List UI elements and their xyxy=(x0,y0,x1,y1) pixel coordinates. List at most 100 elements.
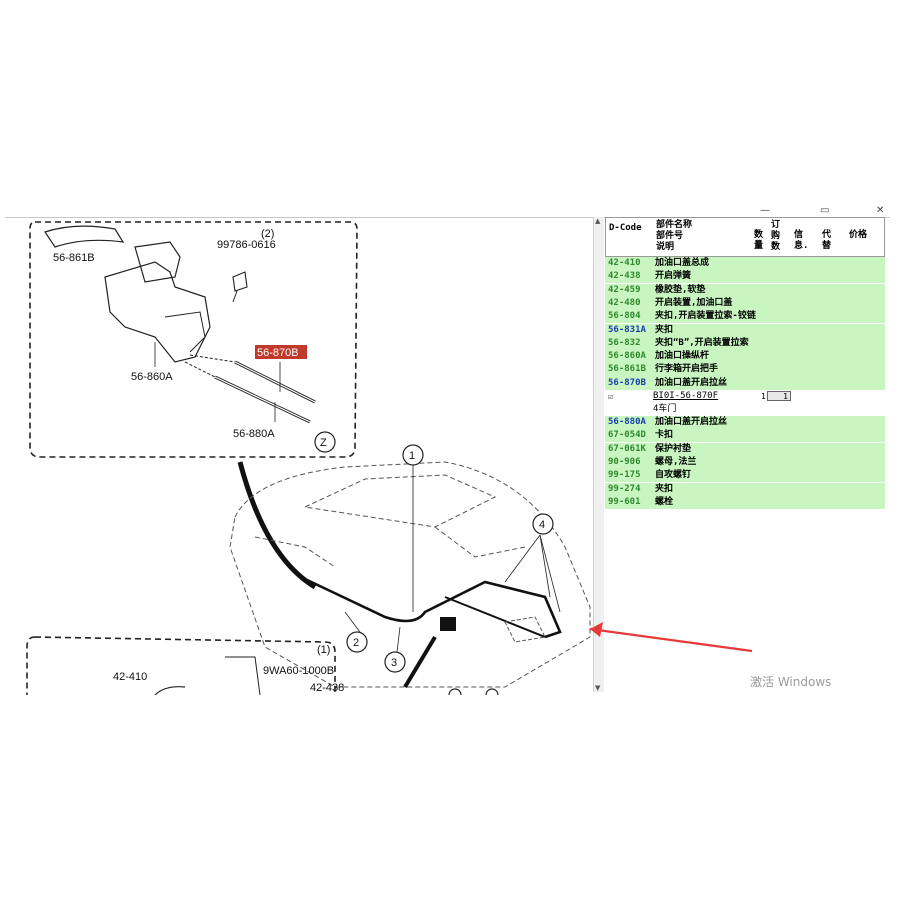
header-price[interactable]: 价格 xyxy=(849,230,868,240)
callout-3-label: 3 xyxy=(391,657,397,669)
part-name: 夹扣 xyxy=(655,324,674,335)
callout-1-label: 1 xyxy=(409,450,415,462)
parts-row[interactable]: 56-831A 夹扣 xyxy=(605,323,885,337)
restore-button[interactable]: ▭ xyxy=(820,205,830,216)
callout-4 xyxy=(532,513,554,535)
lever-bracket-shape xyxy=(104,261,211,363)
part-code[interactable]: 99-175 xyxy=(608,470,641,481)
callout-3 xyxy=(384,651,406,673)
part-label-99786-0616: 99786-0616 xyxy=(217,239,276,251)
parts-row[interactable]: 56-870B 加油口盖开启拉丝 xyxy=(605,376,885,390)
trunk-handle-shape xyxy=(44,225,125,248)
qty-label-2: (2) xyxy=(261,228,274,240)
parts-row[interactable]: 56-804 夹扣,开启装置拉索-铰链 xyxy=(605,310,885,324)
highlight-56-870b xyxy=(255,345,307,359)
scroll-up-icon[interactable]: ▲ xyxy=(595,217,601,225)
part-name: 夹扣 xyxy=(655,483,674,494)
parts-row[interactable]: 56-880A 加油口盖开启拉丝 xyxy=(605,416,885,430)
part-name: 夹扣“B”,开启装置拉索 xyxy=(655,337,749,348)
part-code[interactable]: 99-274 xyxy=(608,483,641,494)
part-name: 加油口盖总成 xyxy=(655,258,710,268)
callout-4-label: 4 xyxy=(539,519,545,531)
parts-list: D-Code 部件名称部件号说明 数量 订购数 信息. 代替 价格 42-410… xyxy=(605,217,885,517)
parts-row[interactable]: 67-054D 卡扣 xyxy=(605,429,885,443)
part-code[interactable]: 42-459 xyxy=(608,284,641,295)
part-name: 加油口盖开启拉丝 xyxy=(655,417,728,427)
parts-list-header: D-Code 部件名称部件号说明 数量 订购数 信息. 代替 价格 xyxy=(605,217,885,257)
part-name: 保护衬垫 xyxy=(655,443,692,454)
part-code[interactable]: 67-061K xyxy=(608,443,646,454)
part-code[interactable]: 56-804 xyxy=(608,311,641,322)
part-label-56-870b: 56-870B xyxy=(257,347,299,359)
order-qty-input[interactable]: 1 xyxy=(767,391,791,401)
part-code[interactable]: 56-880A xyxy=(608,417,646,427)
callout-2 xyxy=(346,631,368,653)
selected-part-qty: 1 xyxy=(761,392,766,401)
part-code[interactable]: 99-601 xyxy=(608,496,641,507)
callout-z xyxy=(314,431,336,453)
cable-routing xyxy=(304,577,562,639)
part-name: 加油口盖开启拉丝 xyxy=(655,377,728,388)
fuel-door-part xyxy=(440,617,456,631)
parts-row[interactable]: 67-061K 保护衬垫 xyxy=(605,442,885,456)
part-code[interactable]: 90-906 xyxy=(608,456,641,467)
qty-label-1: (1) xyxy=(317,644,330,656)
scroll-down-icon[interactable]: ▼ xyxy=(595,684,601,692)
car-outline xyxy=(229,461,591,688)
checkbox-icon[interactable]: ☑ xyxy=(608,392,613,401)
parts-row[interactable]: 56-861B 行李箱开启把手 xyxy=(605,363,885,377)
part-code[interactable]: 56-832 xyxy=(608,337,641,348)
detail-frame-bottom xyxy=(26,636,336,695)
callout-z-label: Z xyxy=(320,437,327,449)
header-substitute[interactable]: 代替 xyxy=(822,230,832,251)
parts-row[interactable]: 56-832 夹扣“B”,开启装置拉索 xyxy=(605,336,885,350)
header-name[interactable]: 部件名称部件号说明 xyxy=(656,220,693,252)
windows-activation-watermark: 激活 Windows xyxy=(750,675,832,689)
parts-row[interactable]: 99-274 夹扣 xyxy=(605,482,885,496)
part-label-42-438: 42-438 xyxy=(310,682,344,694)
header-order-qty[interactable]: 订购数 xyxy=(771,220,781,252)
main-cable xyxy=(237,461,317,590)
part-code[interactable]: 42-410 xyxy=(608,258,641,268)
close-button[interactable]: ✕ xyxy=(876,205,885,216)
part-name: 开启弹簧 xyxy=(655,271,692,282)
selected-part-number: BI0I-56-870F xyxy=(653,391,719,401)
part-code[interactable]: 56-831A xyxy=(608,324,646,335)
header-dcode[interactable]: D-Code xyxy=(609,223,642,233)
diagram-scrollbar[interactable]: ▲ ▼ xyxy=(593,217,604,692)
parts-row[interactable]: 42-410 加油口盖总成 xyxy=(605,257,885,271)
part-label-9wa60-1000b: 9WA60-1000B xyxy=(263,665,334,677)
selected-part-note-row: 4车门 xyxy=(605,403,885,417)
part-code[interactable]: 56-870B xyxy=(608,377,646,388)
part-name: 夹扣,开启装置拉索-铰链 xyxy=(655,311,756,322)
part-name: 卡扣 xyxy=(655,430,674,441)
part-code[interactable]: 42-438 xyxy=(608,271,641,282)
part-label-56-861b: 56-861B xyxy=(53,252,95,264)
parts-row[interactable]: 56-860A 加油口操纵杆 xyxy=(605,350,885,364)
selected-part-row[interactable]: ☑ BI0I-56-870F 1 1 xyxy=(605,390,885,404)
header-info[interactable]: 信息. xyxy=(794,230,809,251)
header-qty[interactable]: 数量 xyxy=(754,230,764,251)
part-code[interactable]: 42-480 xyxy=(608,297,641,308)
bolt-shape xyxy=(232,271,248,292)
part-code[interactable]: 67-054D xyxy=(608,430,646,441)
part-name: 加油口操纵杆 xyxy=(655,351,710,362)
parts-row[interactable]: 42-480 开启装置,加油口盖 xyxy=(605,296,885,311)
part-label-56-860a: 56-860A xyxy=(131,371,173,383)
part-label-56-880a: 56-880A xyxy=(233,428,275,440)
part-name: 螺栓 xyxy=(655,496,674,507)
callout-1 xyxy=(402,444,424,466)
part-name: 开启装置,加油口盖 xyxy=(655,297,733,308)
minimize-button[interactable]: — xyxy=(760,205,770,216)
part-label-42-410: 42-410 xyxy=(113,671,147,683)
detail-frame-top xyxy=(29,221,358,458)
parts-row[interactable]: 42-438 开启弹簧 xyxy=(605,270,885,284)
callout-2-label: 2 xyxy=(353,637,359,649)
part-name: 行李箱开启把手 xyxy=(655,364,719,375)
part-code[interactable]: 56-860A xyxy=(608,351,646,362)
parts-row[interactable]: 99-601 螺栓 xyxy=(605,495,885,509)
part-code[interactable]: 56-861B xyxy=(608,364,646,375)
